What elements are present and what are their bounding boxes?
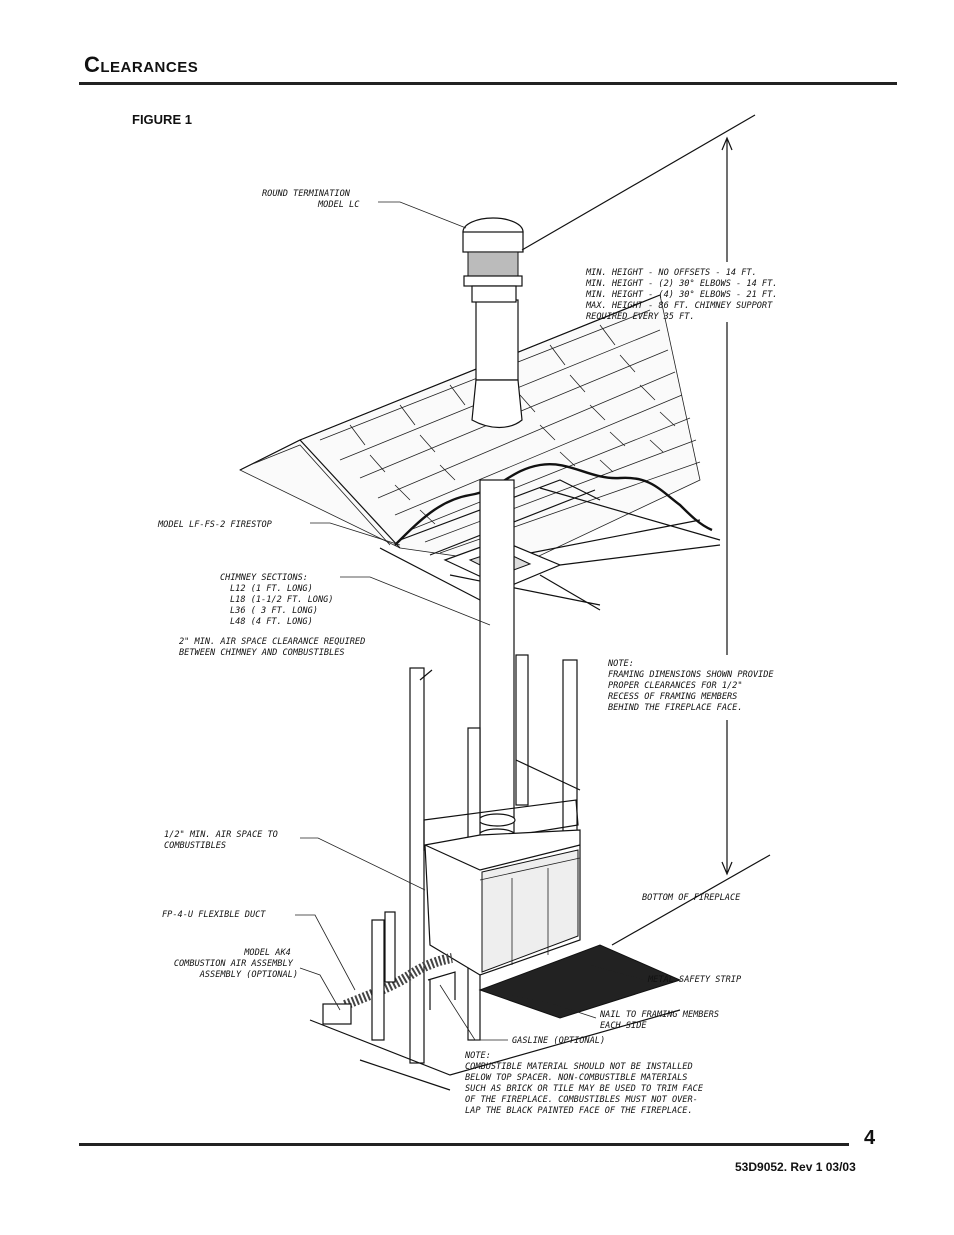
page-number: 4 [864,1127,876,1149]
callout-gasline: GASLINE (OPTIONAL) [512,1036,605,1046]
callout-framing-note: NOTE: FRAMING DIMENSIONS SHOWN PROVIDE P… [607,659,779,713]
callout-termination: ROUND TERMINATION MODEL LC [262,189,360,210]
callout-bottom-fireplace: BOTTOM OF FIREPLACE [642,893,741,903]
callout-ak4: MODEL AK4 COMBUSTION AIR ASSEMBLY ASSEMB… [174,948,298,980]
height-dimension [521,114,771,946]
callout-firestop: MODEL LF-FS-2 FIRESTOP [157,520,273,530]
flexible-duct [322,911,456,1041]
callout-air-space-2in: 2" MIN. AIR SPACE CLEARANCE REQUIRED BET… [179,637,370,658]
footer-divider [79,1143,849,1146]
callout-combustible-note: NOTE: COMBUSTIBLE MATERIAL SHOULD NOT BE… [464,1051,708,1116]
callout-flex-duct: FP-4-U FLEXIBLE DUCT [162,910,266,920]
floor [309,944,682,1091]
chimney-pipe [471,299,523,842]
round-termination-cap [462,217,524,303]
document-id: 53D9052. Rev 1 03/03 [735,1160,856,1174]
callout-safety-strip: METAL SAFETY STRIP [647,975,742,985]
page-title: Clearances [84,52,199,77]
title-divider [79,82,897,85]
callout-air-space-half: 1/2" MIN. AIR SPACE TO COMBUSTIBLES [164,830,283,851]
callout-nail: NAIL TO FRAMING MEMBERS EACH SIDE [599,1010,724,1031]
fireplace-unit [424,829,581,976]
figure-label: FIGURE 1 [132,112,192,127]
callout-chimney-sections: CHIMNEY SECTIONS: L12 (1 FT. LONG) L18 (… [220,573,339,627]
callout-heights: MIN. HEIGHT - NO OFFSETS - 14 FT. MIN. H… [585,268,783,322]
leader-lines [295,201,646,1041]
